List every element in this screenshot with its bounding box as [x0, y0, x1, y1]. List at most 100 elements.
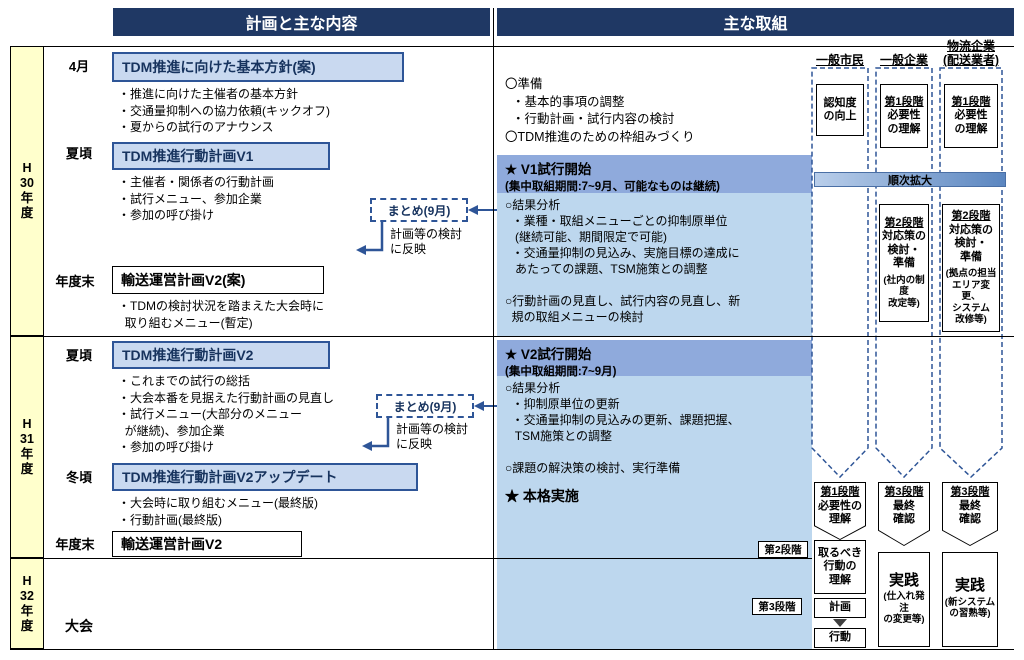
v2-analysis-text: ○結果分析 ・抑制原単位の更新 ・交通量抑制の見込みの更新、課題把握、 TSM施…	[505, 380, 740, 476]
action-plan-v2-update-bullets: ・大会時に取り組むメニュー(最終版) ・行動計画(最終版)	[118, 495, 318, 528]
logistics-final-stage3-arrowbox: 第3段階 最終 確認	[942, 482, 998, 546]
full-implementation-title: ★ 本格実施	[505, 488, 579, 504]
basic-policy-box: TDM推進に向けた基本方針(案)	[112, 52, 404, 82]
logistics-practice-box: 実践 (新システム の習熟等)	[942, 552, 998, 647]
text-line: ・行動計画(最終版)	[118, 512, 222, 527]
v2-to-matome2-arrowhead	[474, 401, 484, 411]
time-label-april: 4月	[68, 59, 90, 74]
logistics-column-header: 物流企業 (配送業者)	[943, 39, 999, 67]
text-line: ・大会時に取り組むメニュー(最終版)	[118, 496, 318, 510]
citizens-action-understanding-box: 取るべき 行動の 理解	[814, 540, 866, 594]
transport-plan-v2-box: 輸送運営計画V2	[112, 531, 302, 557]
feedback-note-1: 計画等の検討 に反映	[390, 227, 463, 256]
time-label-summer-h30: 夏頃	[65, 146, 92, 161]
text-line: ・交通量抑制の見込み、実施目標の達成に	[505, 246, 740, 260]
text-line: 取り組むメニュー(暫定)	[118, 315, 253, 330]
preparation-text: 〇準備 ・基本的事項の調整 ・行動計画・試行内容の検討〇TDM推進のための枠組み…	[505, 76, 695, 146]
citizens-final-stage1-label: 第1段階	[820, 486, 860, 498]
text-line: ・試行メニュー、参加企業	[118, 191, 262, 206]
divider-h31-h32	[10, 558, 812, 559]
text-line: (継続可能、期間限定で可能)	[505, 230, 667, 244]
matome1-feedback-arrowhead	[356, 245, 366, 255]
text-line: ・基本的事項の調整	[505, 94, 625, 109]
matome2-feedback-arrowhead	[362, 441, 372, 451]
action-plan-v1-box: TDM推進行動計画V1	[112, 142, 330, 170]
companies-stage2-note: (社内の制度 改定等)	[883, 274, 925, 309]
companies-final-stage3-label: 第3段階	[884, 486, 924, 498]
v2-trial-title: ★ V2試行開始	[505, 347, 592, 362]
citizens-column-header: 一般市民	[815, 53, 864, 67]
citizens-do-box: 行動	[814, 628, 866, 648]
plan-to-action-arrow-icon	[833, 619, 847, 627]
logistics-stage1-label: 第1段階	[951, 95, 991, 108]
text-line: ・試行メニュー(大部分のメニュー	[118, 407, 302, 421]
feedback-note-2: 計画等の検討 に反映	[396, 422, 469, 451]
v1-trial-band: ★ V1試行開始 (集中取組期間:7~9月、可能なものは継続)	[497, 155, 812, 193]
full-implementation-background	[497, 480, 812, 649]
divider-top	[10, 46, 1014, 47]
companies-final-stage3-arrowbox: 第3段階 最終 確認	[878, 482, 930, 546]
action-plan-v2-bullets: ・これまでの試行の総括・大会本番を見据えた行動計画の見直し・試行メニュー(大部分…	[118, 373, 334, 456]
year-cell-h30: H 30 年 度	[10, 46, 44, 336]
text-line: ・参加の呼び掛け	[118, 208, 215, 222]
companies-practice-box: 実践 (仕入れ発注 の変更等)	[878, 552, 930, 647]
text-line: ・これまでの試行の総括	[118, 374, 251, 388]
v2-trial-band: ★ V2試行開始 (集中取組期間:7~9月)	[497, 340, 812, 378]
text-line: ・抑制原単位の更新	[505, 397, 620, 411]
companies-stage2-label: 第2段階	[884, 216, 924, 229]
logistics-stage2-label: 第2段階	[951, 210, 991, 223]
transport-plan-v2-draft-bullets: ・TDMの検討状況を踏まえた大会時に 取り組むメニュー(暫定)	[118, 298, 324, 331]
action-plan-v2-box: TDM推進行動計画V2	[112, 341, 330, 369]
logistics-final-stage3-label: 第3段階	[950, 486, 990, 498]
logistics-stage1-text: 必要性 の理解	[954, 109, 988, 135]
text-line: ・参加の呼び掛け	[118, 440, 215, 454]
text-line: ○課題の解決策の検討、実行準備	[505, 461, 681, 475]
time-label-games: 大会	[65, 618, 93, 634]
year-cell-h31: H 31 年 度	[10, 336, 44, 558]
right-column-header: 主な取組	[497, 8, 1014, 36]
text-line: ・交通量抑制への協力依頼(キックオフ)	[118, 103, 330, 118]
time-label-yearend-h31: 年度末	[55, 537, 95, 552]
text-line: ○行動計画の見直し、試行内容の見直し、新	[505, 294, 741, 308]
transport-plan-v2-draft-box: 輸送運営計画V2(案)	[112, 266, 324, 294]
action-plan-v2-update-box: TDM推進行動計画V2アップデート	[112, 463, 418, 491]
text-line	[505, 277, 740, 293]
text-line: ・TDMの検討状況を踏まえた大会時に	[118, 299, 324, 313]
text-line: 〇準備	[505, 77, 543, 91]
citizens-stage1-box: 認知度 の向上	[816, 84, 864, 136]
companies-stage2-text: 対応策の 検討・ 準備	[882, 230, 926, 270]
summary-september-box-1: まとめ(9月)	[370, 198, 468, 222]
companies-final-stage3-inner: 第3段階 最終 確認	[879, 483, 929, 545]
citizens-do-text: 行動	[829, 631, 851, 644]
citizens-plan-box: 計画	[814, 598, 866, 618]
text-line: 〇TDM推進のための枠組みづくり	[505, 129, 695, 144]
companies-column-header: 一般企業	[879, 53, 928, 67]
action-plan-v1-bullets: ・主催者・関係者の行動計画・試行メニュー、参加企業・参加の呼び掛け	[118, 174, 274, 224]
matome2-feedback-elbow	[368, 418, 390, 448]
text-line	[505, 444, 740, 460]
citizens-final-stage1-text: 必要性の 理解	[818, 499, 862, 526]
year-cell-h32: H 32 年 度	[10, 558, 44, 649]
left-column-header: 計画と主な内容	[113, 8, 490, 36]
matome1-feedback-elbow	[362, 222, 384, 252]
companies-stage1-box: 第1段階 必要性 の理解	[880, 84, 928, 148]
logistics-practice-title: 実践	[954, 577, 985, 595]
time-label-winter-h31: 冬頃	[65, 470, 92, 485]
v1-to-matome1-arrowhead	[468, 205, 478, 215]
text-line: ・業種・取組メニューごとの抑制原単位	[505, 214, 728, 228]
companies-stage1-text: 必要性 の理解	[887, 109, 921, 135]
summary-september-box-2: まとめ(9月)	[376, 394, 474, 418]
citizens-final-stage1-arrowbox: 第1段階 必要性の 理解	[814, 482, 866, 540]
citizens-action-understanding-text: 取るべき 行動の 理解	[818, 546, 862, 586]
divider-vertical	[493, 8, 494, 649]
basic-policy-bullets: ・推進に向けた主催者の基本方針・交通量抑制への協力依頼(キックオフ) ・夏からの試…	[118, 86, 330, 136]
text-line: が継続)、参加企業	[118, 423, 225, 438]
citizens-final-stage1-inner: 第1段階 必要性の 理解	[815, 483, 865, 539]
text-line: ・夏からの試行のアナウンス	[118, 120, 274, 134]
text-line: TSM施策との調整	[505, 429, 612, 443]
citizens-dashed-arrow	[811, 67, 869, 479]
text-line: ・推進に向けた主催者の基本方針	[118, 87, 299, 101]
logistics-final-stage3-inner: 第3段階 最終 確認	[943, 483, 997, 545]
v2-trial-subtitle: (集中取組期間:7~9月)	[505, 366, 617, 378]
time-label-summer-h31: 夏頃	[65, 348, 92, 363]
